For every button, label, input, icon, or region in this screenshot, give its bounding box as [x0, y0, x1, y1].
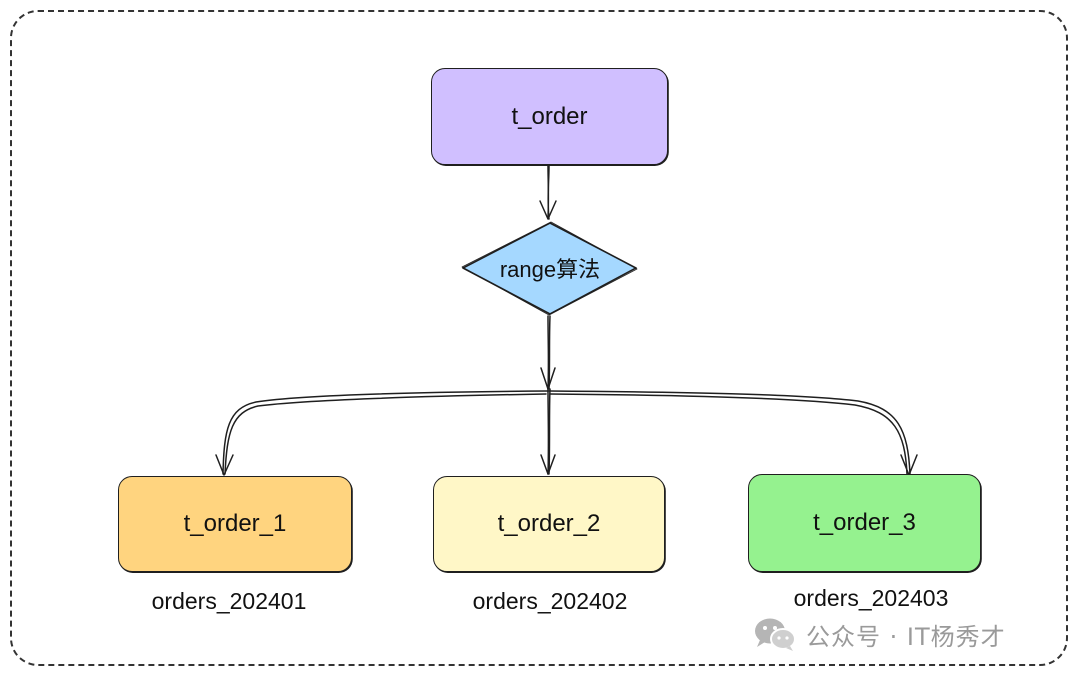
arrow-to-shard-3 [548, 390, 918, 476]
diagram-frame [10, 10, 1068, 666]
watermark: 公众号 · IT杨秀才 [752, 614, 1006, 654]
source-table-node: t_order [431, 68, 668, 165]
arrow-algorithm-to-branch [540, 315, 556, 390]
wechat-icon [755, 618, 796, 651]
algorithm-label: range算法 [499, 257, 601, 282]
arrow-source-to-algorithm [539, 165, 557, 220]
watermark-text: 公众号 · IT杨秀才 [806, 622, 1006, 651]
shard-caption-1: orders_202401 [151, 588, 307, 614]
algorithm-diamond [461, 221, 638, 316]
arrow-to-shard-1 [215, 390, 549, 476]
shard-node-3: t_order_3 [748, 474, 981, 572]
source-table-label: t_order [511, 102, 588, 130]
shard-label: t_order_3 [813, 509, 916, 536]
shard-label: t_order_1 [183, 510, 287, 537]
arrow-to-shard-2 [540, 388, 556, 475]
shard-caption-3: orders_202403 [793, 585, 949, 611]
shard-label: t_order_2 [497, 510, 601, 537]
shard-node-2: t_order_2 [433, 476, 665, 572]
shard-caption-2: orders_202402 [472, 588, 628, 614]
shard-node-1: t_order_1 [118, 476, 352, 572]
